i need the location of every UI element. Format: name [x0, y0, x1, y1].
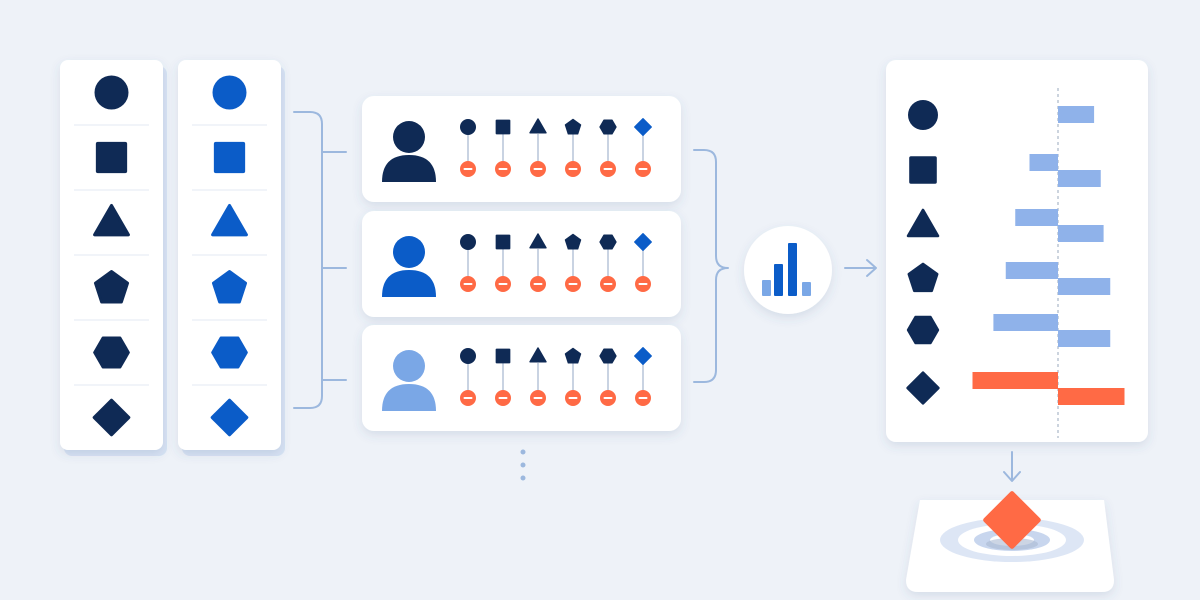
- pentagon-icon: [211, 270, 248, 304]
- square-icon: [495, 119, 511, 135]
- triangle-icon: [211, 203, 248, 237]
- hexagon-icon: [599, 348, 617, 364]
- bar-negative-diamond: [972, 372, 1058, 389]
- circle-icon: [460, 234, 476, 250]
- hexagon-icon: [599, 119, 617, 135]
- square-icon: [495, 234, 511, 250]
- arrow-right-head: [866, 259, 877, 277]
- square-icon: [495, 348, 511, 364]
- square-icon: [909, 156, 937, 184]
- circle-icon: [94, 75, 129, 110]
- circle-icon: [460, 348, 476, 364]
- triangle-icon: [529, 118, 547, 134]
- hexagon-icon: [599, 234, 617, 250]
- arrow-down-head: [1003, 471, 1021, 482]
- bar-positive-diamond: [1058, 388, 1125, 405]
- bar-chart-icon: [762, 243, 811, 296]
- instance-card-bg: [362, 96, 681, 202]
- right-bracket: [693, 149, 729, 383]
- aggregate-bar: [788, 243, 797, 296]
- bar-negative-triangle: [1015, 209, 1058, 226]
- triangle-icon: [906, 208, 940, 238]
- hexagon-icon: [906, 315, 940, 345]
- bar-positive-triangle: [1058, 225, 1104, 242]
- ellipsis-dot: [520, 449, 526, 455]
- instance-card-bg: [362, 325, 681, 431]
- person-body: [382, 270, 436, 297]
- square-icon: [213, 141, 246, 174]
- circle-icon: [212, 75, 247, 110]
- instance-cards: [362, 96, 681, 431]
- instance-card-bg: [362, 211, 681, 317]
- hexagon-icon: [93, 336, 130, 369]
- triangle-icon: [529, 347, 547, 363]
- bar-positive-hexagon: [1058, 330, 1111, 347]
- circle-icon: [460, 119, 476, 135]
- aggregate-bar: [774, 264, 783, 296]
- diamond-icon: [92, 398, 131, 437]
- pentagon-icon: [93, 270, 130, 304]
- person-icon: [393, 236, 425, 268]
- pentagon-icon: [564, 118, 582, 135]
- left-bracket: [293, 111, 323, 409]
- bar-negative-pentagon: [1005, 262, 1058, 279]
- instance-card: [362, 325, 681, 431]
- bar-positive-circle: [1058, 106, 1095, 123]
- diamond-icon: [634, 118, 652, 136]
- diamond-icon: [634, 347, 652, 365]
- aggregate-bar: [802, 282, 811, 296]
- pentagon-icon: [907, 262, 939, 293]
- bar-negative-square: [1029, 154, 1058, 171]
- bar-negative-hexagon: [993, 314, 1058, 331]
- triangle-icon: [93, 203, 130, 237]
- person-body: [382, 384, 436, 411]
- bar-positive-pentagon: [1058, 278, 1111, 295]
- person-icon: [393, 121, 425, 153]
- hexagon-icon: [211, 336, 248, 369]
- feature-column-blue: [178, 60, 281, 450]
- circle-icon: [908, 100, 938, 130]
- aggregate-bar: [762, 280, 771, 296]
- aggregation-node: [744, 226, 832, 314]
- ellipsis-dot: [520, 462, 526, 468]
- pentagon-icon: [564, 233, 582, 250]
- attribution-chart: [886, 60, 1148, 442]
- instance-card: [362, 211, 681, 317]
- more-instances-ellipsis: [520, 449, 526, 481]
- person-body: [382, 155, 436, 182]
- pentagon-icon: [564, 347, 582, 364]
- feature-column-dark: [60, 60, 163, 450]
- diamond-icon: [906, 371, 940, 405]
- bar-positive-square: [1058, 170, 1101, 187]
- person-icon: [393, 350, 425, 382]
- diamond-icon: [634, 233, 652, 251]
- triangle-icon: [529, 233, 547, 249]
- square-icon: [95, 141, 128, 174]
- output-prediction: [906, 451, 1114, 592]
- feature-columns: [60, 60, 281, 450]
- diamond-icon: [210, 398, 249, 437]
- connector-brackets: [293, 111, 877, 409]
- ellipsis-dot: [520, 475, 526, 481]
- instance-card: [362, 96, 681, 202]
- diamond-icon: [983, 491, 1041, 549]
